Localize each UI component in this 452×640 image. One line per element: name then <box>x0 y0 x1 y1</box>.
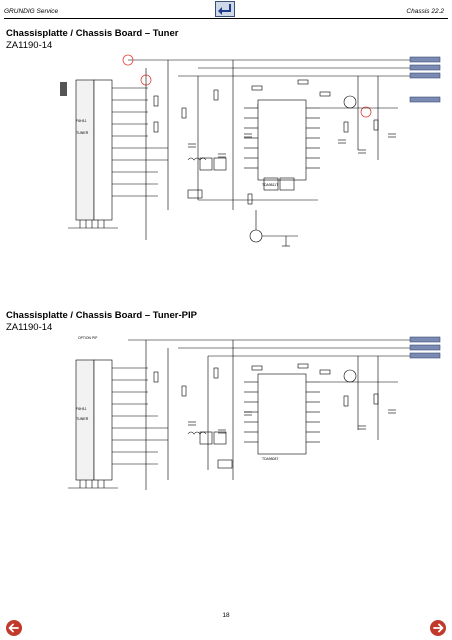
ic-label: TDA9811T <box>262 183 278 187</box>
section-code-tuner-pip: ZA1190-14 <box>6 322 53 333</box>
brand-label: GRUNDIG Service <box>4 8 59 15</box>
prev-page-icon <box>8 623 19 633</box>
header-divider <box>4 18 448 19</box>
schematic-tuner-pip: OPTION PIP F6H11 TUNER TDA9808T <box>68 336 441 490</box>
back-button[interactable] <box>215 1 235 17</box>
chassis-label: Chassis 22.2 <box>406 8 444 15</box>
section-title-tuner: Chassisplatte / Chassis Board – Tuner <box>6 28 179 39</box>
page-number: 18 <box>222 612 230 619</box>
section-title-tuner-pip: Chassisplatte / Chassis Board – Tuner-PI… <box>6 310 197 321</box>
pip-tuner-code: F6H11 <box>76 407 87 411</box>
schematic-tuner: F6H11 TUNER TDA9811T <box>60 54 441 247</box>
pip-ic-label: TDA9808T <box>262 457 278 461</box>
tuner-label: TUNER <box>76 131 89 135</box>
prev-page-button[interactable] <box>6 620 22 636</box>
tuner-code: F6H11 <box>76 119 87 123</box>
next-page-icon <box>433 623 444 633</box>
pip-tuner-label: TUNER <box>76 417 89 421</box>
section-code-tuner: ZA1190-14 <box>6 40 53 51</box>
option-label: OPTION PIP <box>78 336 98 340</box>
back-arrow-icon <box>218 4 231 15</box>
next-page-button[interactable] <box>430 620 446 636</box>
